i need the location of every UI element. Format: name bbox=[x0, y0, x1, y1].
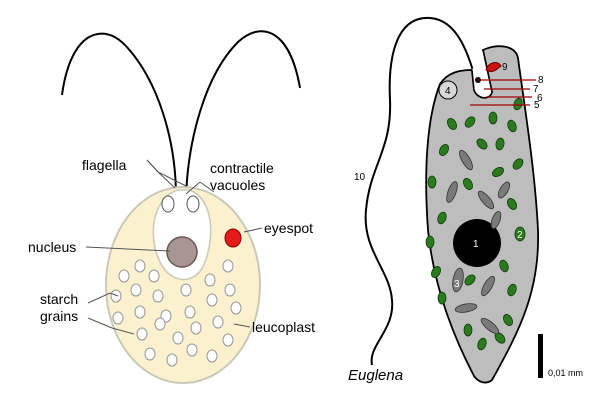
label-8: 8 bbox=[538, 75, 544, 86]
paramylon-bodies bbox=[446, 149, 511, 335]
eyespot bbox=[224, 228, 242, 248]
flagellum-right bbox=[185, 30, 301, 198]
label-4: 4 bbox=[445, 86, 451, 97]
label-10: 10 bbox=[354, 172, 366, 183]
label-3: 3 bbox=[454, 279, 460, 290]
label-starch: starch bbox=[40, 291, 78, 307]
label-7: 7 bbox=[533, 84, 539, 95]
contractile-vacuole bbox=[438, 80, 458, 100]
chloroplasts bbox=[425, 97, 526, 351]
euglena-diagram: 1 2 3 4 5 6 7 8 9 10 Euglena 0,01 mm bbox=[348, 16, 583, 384]
starch-grains bbox=[110, 259, 242, 367]
label-leucoplast: leucoplast bbox=[252, 319, 315, 335]
euglena-reservoir bbox=[471, 49, 493, 99]
label-vacuoles: vacuoles bbox=[210, 177, 265, 193]
label-9: 9 bbox=[502, 62, 508, 73]
label-6: 6 bbox=[537, 93, 543, 104]
label-contractile: contractile bbox=[210, 160, 274, 176]
scale-label: 0,01 mm bbox=[548, 368, 583, 378]
euglena-eyespot bbox=[485, 62, 502, 73]
contractile-vacuole-2 bbox=[186, 195, 200, 213]
scale-bar bbox=[538, 334, 543, 378]
left-cell-diagram: flagella contractile vacuoles eyespot nu… bbox=[28, 30, 315, 384]
flagellum-left bbox=[61, 32, 177, 198]
label-grains: grains bbox=[40, 308, 78, 324]
label-5: 5 bbox=[534, 100, 540, 111]
label-flagella: flagella bbox=[82, 157, 127, 173]
contractile-vacuole-1 bbox=[161, 195, 175, 213]
label-nucleus: nucleus bbox=[28, 239, 76, 255]
label-1: 1 bbox=[473, 239, 479, 250]
label-2: 2 bbox=[517, 230, 523, 241]
euglena-flagellum bbox=[364, 16, 479, 366]
species-name: Euglena bbox=[348, 367, 403, 384]
euglena-leader-lines bbox=[470, 79, 536, 106]
label-eyespot: eyespot bbox=[264, 220, 313, 236]
euglena-nucleus bbox=[453, 219, 501, 267]
nucleus bbox=[166, 236, 198, 268]
left-leader-lines bbox=[85, 159, 263, 335]
